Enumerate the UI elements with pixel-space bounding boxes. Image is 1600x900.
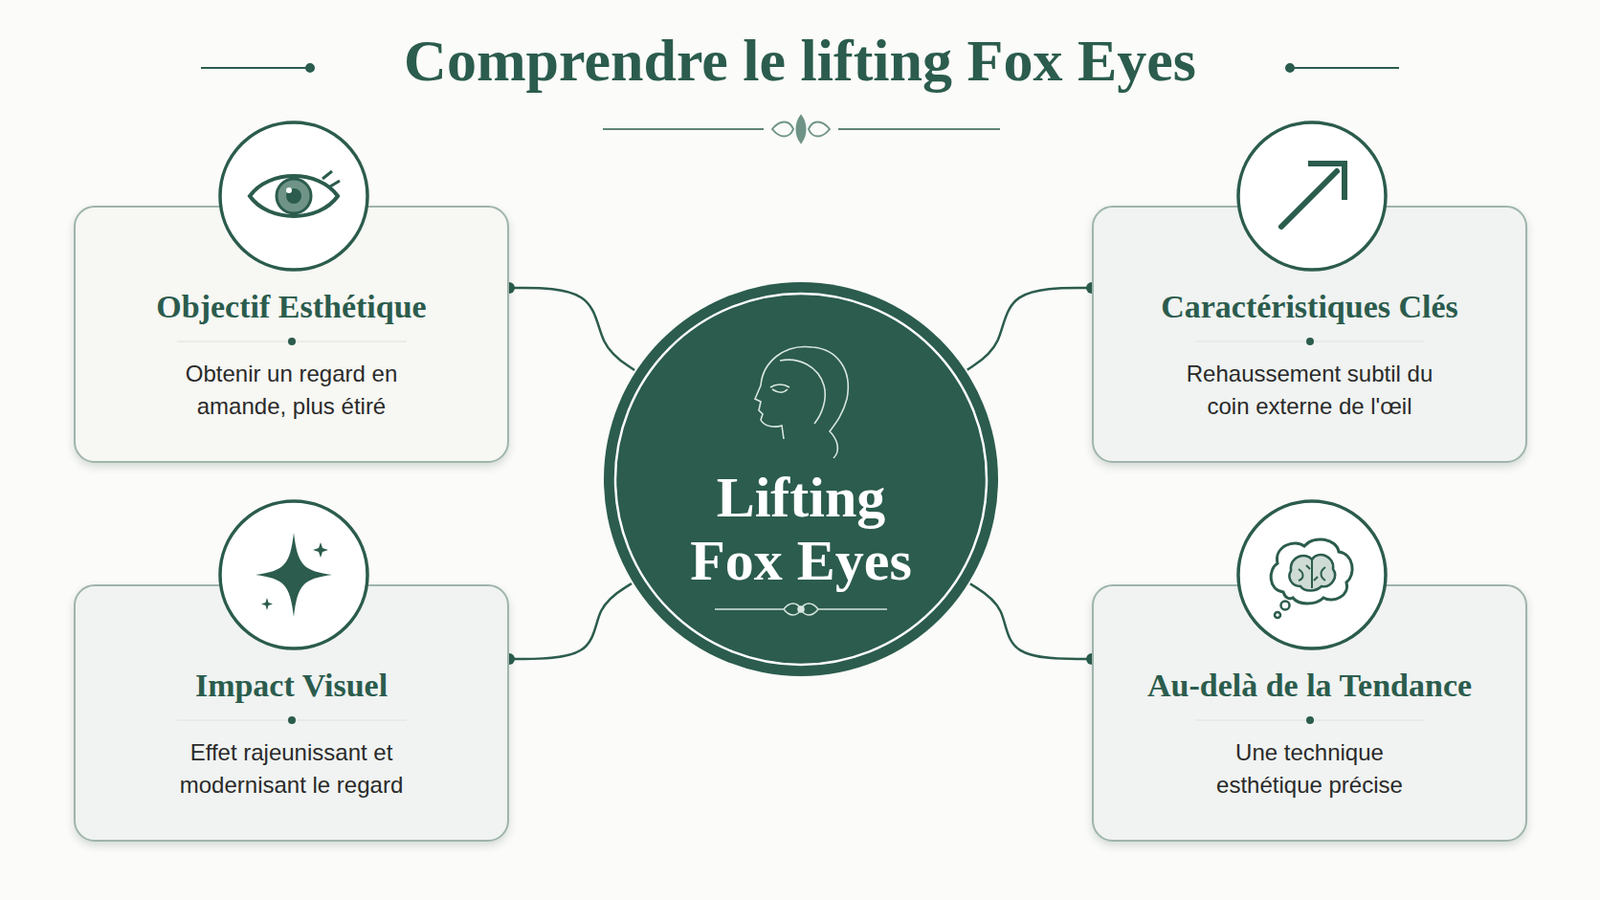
diagram-title: Comprendre le lifting Fox Eyes (0, 24, 1600, 96)
face-illustration (755, 346, 848, 459)
sparkle-icon (255, 533, 333, 618)
center-label: Lifting Fox Eyes (681, 466, 921, 593)
icon-badge (217, 119, 371, 273)
arrow-icon (1281, 163, 1345, 227)
title-rule (200, 66, 309, 69)
connector-group (970, 583, 1098, 666)
box-body: Rehaussement subtil du coin externe de l… (1185, 357, 1435, 423)
title-rule (1291, 66, 1400, 69)
connector-group (967, 282, 1098, 371)
info-box: Objectif EsthétiqueObtenir un regard en … (73, 205, 510, 464)
ornament (714, 603, 888, 616)
center-circle: Lifting Fox Eyes (601, 280, 1000, 679)
separator (177, 336, 407, 347)
title-dot (306, 64, 314, 72)
separator (1195, 715, 1425, 726)
circle-fill (603, 282, 999, 677)
title-ornament (772, 115, 830, 143)
box-heading: Caractéristiques Clés (1112, 288, 1507, 328)
title-rule (602, 128, 764, 131)
box-body: Obtenir un regard en amande, plus étiré (167, 357, 417, 423)
connector (509, 288, 635, 371)
connector (509, 583, 632, 660)
icon-badge (1235, 498, 1389, 652)
info-box: Au-delà de la TendanceUne technique esth… (1091, 584, 1528, 843)
connector (970, 583, 1092, 660)
brain-icon (1270, 539, 1353, 619)
box-body: Effet rajeunissant et modernisant le reg… (167, 736, 417, 802)
icon-badge (1235, 119, 1389, 273)
info-box: Impact VisuelEffet rajeunissant et moder… (73, 584, 510, 843)
eye-icon (249, 171, 340, 217)
info-box: Caractéristiques ClésRehaussement subtil… (1091, 205, 1528, 464)
box-heading: Au-delà de la Tendance (1112, 666, 1507, 707)
title-dot (1286, 64, 1294, 72)
circle-ring (615, 293, 987, 666)
icon-badge (217, 498, 371, 652)
box-body: Une technique esthétique précise (1185, 736, 1435, 802)
connector-group (503, 583, 632, 666)
connector-group (503, 282, 635, 371)
connector (967, 288, 1092, 371)
separator (1195, 336, 1425, 347)
box-heading: Impact Visuel (94, 666, 489, 707)
separator (177, 715, 407, 726)
title-rule (838, 128, 1000, 131)
box-heading: Objectif Esthétique (94, 288, 489, 328)
